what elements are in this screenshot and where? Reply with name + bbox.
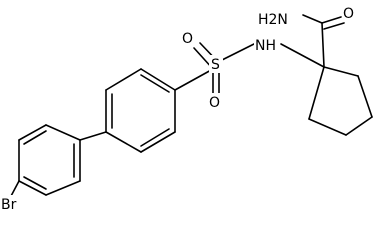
sulfonyl-oxygen-bottom-label: O [209,95,220,111]
biaryl-bond [79,131,107,141]
ring2-bond-2 [18,124,47,141]
c-n-amide-bond [302,14,323,24]
h2n-label-bg [256,10,294,28]
c-carbonyl-bond [321,22,325,68]
ring2-bond-6 [18,180,47,196]
sulfonyl-o-bottom-label-bg [208,93,222,111]
carbonyl-o-label-bg [342,4,356,22]
bromine-label: Br [1,197,17,213]
amine-label: NH [255,38,276,54]
ring1-bond-6 [105,131,142,153]
ring1-bond-5-inner [140,128,170,147]
amine-label-bg [254,36,280,54]
ring2-bond-5 [45,180,81,196]
ring1-bond-3-inner [140,74,170,93]
ring2-bond-6-inner [23,176,47,190]
sulfonyl-oxygen-left-label: O [182,31,193,47]
molecule-structure: H2N O O S O NH Br [0,4,373,213]
ring1-bond-3 [140,68,176,91]
nh-c-bond [280,43,325,68]
ring1-bond-2 [105,68,142,91]
cyclopentane-bond-2 [357,75,373,118]
c-o-bond-a [321,16,342,24]
sulfonyl-o-left-label-bg [181,29,195,47]
sulfur-label-bg [209,55,223,73]
structure-svg: H2N O O S O NH Br [0,4,373,213]
atom-labels: H2N O O S O NH Br [0,4,356,213]
ring2-bond-3 [45,124,81,141]
sulfur-label: S [211,57,220,73]
amide-nitrogen-label: H2N [258,12,288,28]
cyclopentane-bond-5 [308,66,325,120]
c-s-bond [174,68,214,91]
cyclopentane-bond-3 [345,116,373,136]
ring1-bond-5 [140,131,176,153]
bromine-label-bg [0,195,20,213]
cyclopentane-bond-1 [323,66,359,77]
cyclopentane-bond-4 [308,118,347,136]
carbonyl-oxygen-label: O [343,6,354,22]
bond-lines [9,14,373,199]
ring2-bond-2-inner [23,130,47,145]
c-o-bond-b [323,22,345,30]
